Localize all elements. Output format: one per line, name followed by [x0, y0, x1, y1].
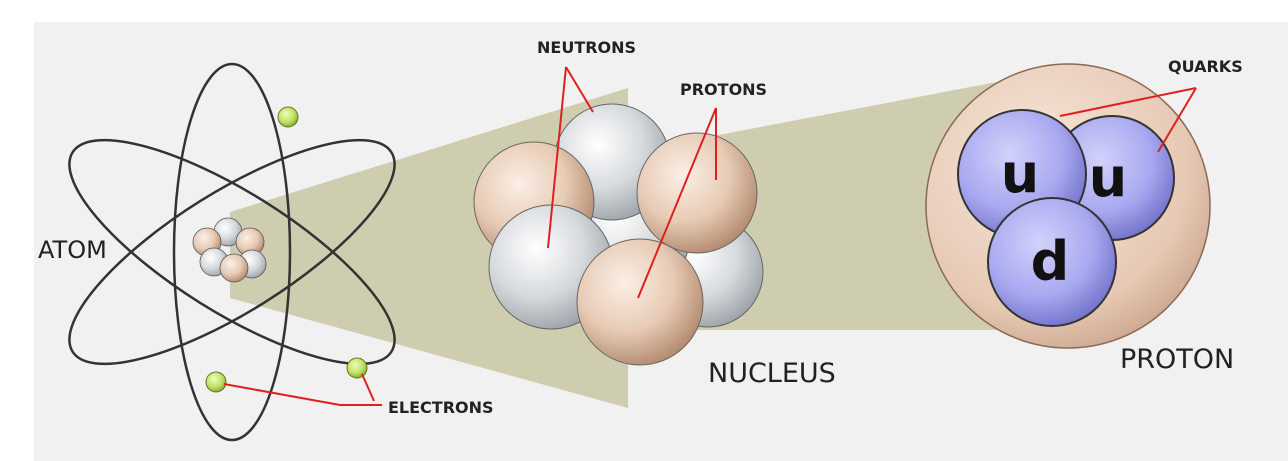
quark-label: u: [1001, 142, 1039, 205]
protons-callout-line: [637, 107, 717, 299]
proton: [636, 132, 758, 254]
proton-illustration: u u d: [925, 63, 1211, 349]
electron: [346, 357, 368, 379]
electron: [277, 106, 299, 128]
protons-label: PROTONS: [680, 80, 767, 99]
electrons-label: ELECTRONS: [388, 398, 494, 417]
neutrons-callout-line: [565, 66, 594, 113]
quark: [987, 197, 1117, 327]
quarks-callout-line: [1059, 87, 1197, 117]
quark-label: u: [1089, 146, 1127, 209]
electron-orbit: [172, 62, 292, 442]
atom-nucleus: [192, 217, 267, 283]
electron-orbit: [68, 138, 396, 366]
neutrons-label: NEUTRONS: [537, 38, 636, 57]
proton: [576, 238, 704, 366]
quarks-callout-line: [1157, 87, 1197, 153]
atom-illustration: [68, 62, 396, 442]
nucleus-label: NUCLEUS: [708, 358, 836, 389]
proton-label: PROTON: [1120, 344, 1234, 375]
electron-orbit: [68, 138, 396, 366]
electron: [205, 371, 227, 393]
electrons-callout-line: [223, 383, 382, 406]
neutrons-callout-line: [547, 66, 567, 249]
quark-label: d: [1031, 230, 1070, 293]
quarks-label: QUARKS: [1168, 57, 1243, 76]
electrons-callout-line: [361, 373, 375, 402]
nucleus-illustration: [473, 103, 764, 366]
atom-label: ATOM: [38, 236, 107, 264]
